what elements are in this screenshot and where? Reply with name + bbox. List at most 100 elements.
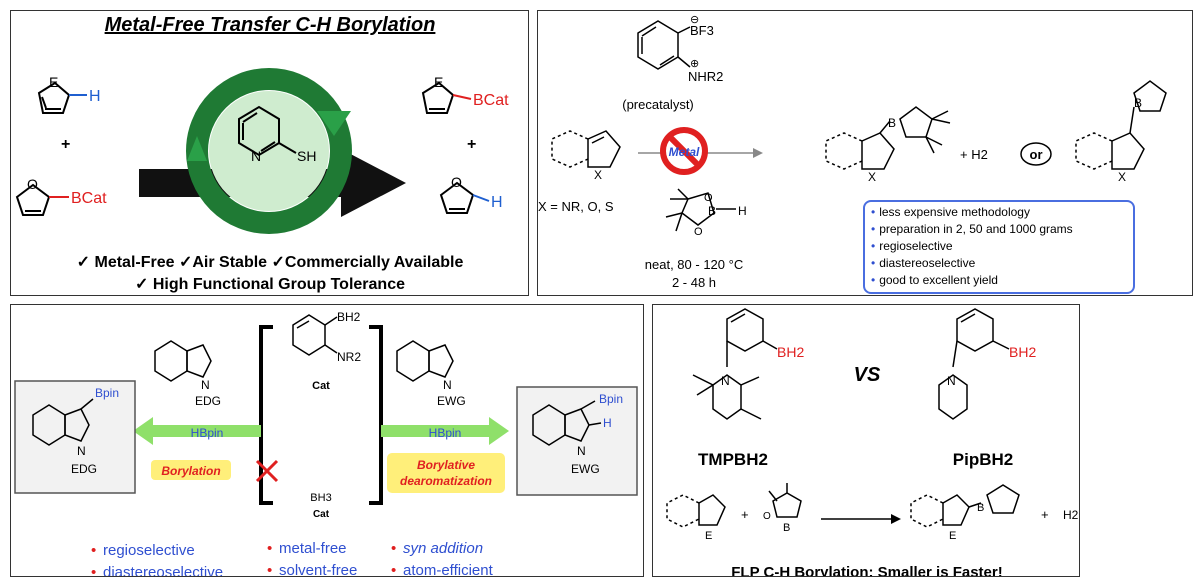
right-product-box [516,386,638,496]
h2-label: + H2 [960,147,988,162]
advantages-box: less expensive methodology preparation i… [863,200,1135,294]
furan-bcat-reactant [15,183,69,216]
svg-text:•: • [391,562,396,577]
hbpin-o-top: O [704,192,713,204]
panel-precatalyst-borylation: ⊖ BF3 ⊕ NHR2 (precatalyst) Metal X X = N… [537,10,1193,296]
panel-indole-borylation: BH2 NR2 Cat BH3 Cat N EDG N EWG HBpin HB… [10,304,644,577]
hbpin-structure [665,188,736,232]
or-label: or [1030,147,1043,162]
heteroarene-bcat-product [421,81,472,114]
reaction-arrowhead [753,148,763,158]
substrate-heteroarene [666,494,726,528]
features-line-2: ✓ High Functional Group Tolerance [135,276,405,293]
hbpin-left: HBpin [191,426,224,440]
product-e: E [949,530,956,542]
left-bracket [259,325,273,505]
product-plus: + [467,136,476,153]
pip-bh2: BH2 [1009,344,1036,360]
product-bcat-label: BCat [473,92,509,109]
panel1-title: Metal-Free Transfer C-H Borylation [105,14,436,36]
tmp-bh2: BH2 [777,344,804,360]
product-x: X [868,170,876,184]
borylation-label: Borylation [161,464,220,478]
aminoborane-catalyst [292,314,338,356]
left-green-arrow [133,417,261,445]
thiol-label: SH [297,148,316,164]
bullet-item: metal-free [279,540,347,557]
svg-text:•: • [391,540,396,557]
svg-text:•: • [91,542,96,559]
precatalyst-label: (precatalyst) [622,97,694,112]
panel-metal-free-transfer: Metal-Free Transfer C-H Borylation E H +… [10,10,529,296]
advantage-item: regioselective [871,238,1127,255]
borylated-heteroarene [910,484,1020,528]
borylation-badge [151,460,231,480]
flp-arrowhead [891,514,901,524]
panel4-graphic: N BH2 TMPBH2 VS N BH2 PipBH2 E + B O [666,308,1079,576]
conditions-line-1: neat, 80 - 120 °C [645,257,743,272]
cycle-arrowhead-left [187,136,207,161]
advantage-item: preparation in 2, 50 and 1000 grams [871,221,1127,238]
tmpbh2-structure [692,308,778,420]
borylated-product [825,106,951,170]
advantage-item: diastereoselective [871,255,1127,272]
right-bpin: Bpin [599,392,623,406]
reagent-b: B [783,522,790,534]
minus-charge: ⊖ [690,14,699,26]
pyridine-n: N [251,148,261,164]
bullet-item: diastereoselective [103,564,223,577]
plus-charge: ⊕ [690,58,699,70]
edg-indole-reactant [154,340,212,382]
pyridine-thiol-catalyst [238,105,297,157]
x-definition: X = NR, O, S [538,199,614,214]
features-line-1: ✓ Metal-Free ✓Air Stable ✓Commercially A… [77,254,464,271]
vs-label: VS [854,364,881,386]
edg-label: EDG [195,394,221,408]
bullet-item: regioselective [103,542,195,559]
bh3-label: BH3 [310,492,331,504]
furan-product-oxygen: O [451,174,462,190]
heteroarene-reactant [37,81,87,114]
ewg-label: EWG [437,394,466,408]
ewg-indole-reactant [396,340,454,382]
bf3-label: BF3 [690,23,714,38]
no-metal-slash [666,133,702,169]
hbpin-b: B [708,204,716,218]
cat-label-2: Cat [313,509,330,520]
furan-product-h: H [491,194,503,211]
h2-product: H2 [1063,508,1079,522]
cat-nr2: NR2 [337,350,361,364]
bullet-list: • regioselective • diastereoselective • met… [91,540,494,577]
right-ewg: EWG [571,462,600,476]
panel2-graphic: ⊖ BF3 ⊕ NHR2 (precatalyst) Metal X X = N… [538,14,1167,290]
nhr2-label: NHR2 [688,69,723,84]
pip-n: N [947,374,956,388]
dearomatized-product [1075,80,1167,170]
pipbh2-label: PipBH2 [953,450,1013,469]
heteroatom-label: E [49,74,58,90]
panel1-graphic: Metal-Free Transfer C-H Borylation E H +… [15,14,509,293]
substrate-e: E [705,530,712,542]
plus-2: + [1041,507,1049,522]
borylative-line-1: Borylative [417,458,475,472]
bcat-label: BCat [71,190,107,207]
pipbh2-structure [938,308,1010,420]
svg-text:•: • [267,540,272,557]
hbpin-o-bottom: O [694,226,703,238]
precatalyst-structure [637,20,691,70]
left-n: N [77,444,86,458]
advantage-item: less expensive methodology [871,204,1127,221]
plus-1: + [741,507,749,522]
tmpbh2-label: TMPBH2 [698,450,768,469]
edg-n: N [201,378,210,392]
borylative-badge [387,453,505,493]
borylated-indoline [532,400,602,446]
conditions-line-2: 2 - 48 h [672,275,716,290]
advantage-item: good to excellent yield [871,272,1127,289]
heteroarene-substrate [551,130,621,168]
svg-text:•: • [267,562,272,577]
left-bpin: Bpin [95,386,119,400]
metal-label: Metal [669,145,700,159]
cross-mark [255,459,279,483]
left-edg: EDG [71,462,97,476]
